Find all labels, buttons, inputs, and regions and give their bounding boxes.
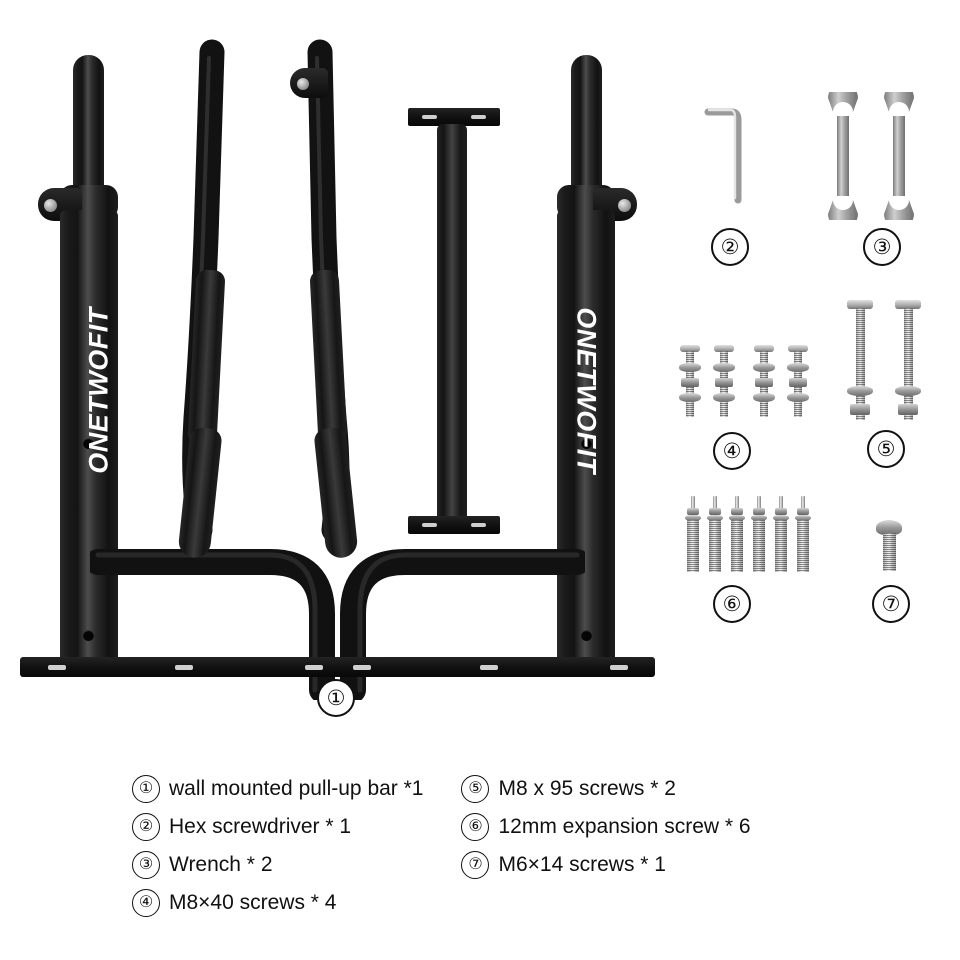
- left-post-hole-lower: [83, 630, 94, 641]
- right-base-plate: [325, 657, 655, 677]
- expansion-screw-6: [794, 496, 812, 572]
- left-base-plate: [20, 657, 350, 677]
- marker-expansion: ⑥: [713, 585, 751, 623]
- left-post-body: [60, 210, 118, 670]
- legend-text-1: wall mounted pull-up bar *1: [169, 777, 424, 800]
- legend-text-3: Wrench * 2: [169, 853, 273, 876]
- m8x40-bolt-1: [678, 345, 702, 421]
- grip-arm-right: [288, 38, 408, 560]
- grip-arm-right-pivot-lug: [290, 68, 328, 98]
- marker-wrench: ③: [863, 228, 901, 266]
- marker-m8x40: ④: [713, 432, 751, 470]
- crossbar-top-slot-right: [471, 115, 486, 119]
- wrench-2: [884, 83, 914, 229]
- left-post-top-stub: [73, 55, 104, 195]
- left-base-slot-2: [175, 665, 193, 670]
- crossbar-top-slot-left: [422, 115, 437, 119]
- right-post-body: [557, 210, 615, 670]
- legend-number-3: ③: [132, 851, 160, 879]
- crossbar-top-flange: [408, 108, 500, 126]
- legend-item-7: ⑦ M6×14 screws * 1: [461, 846, 750, 884]
- wrench-pair-icon: [828, 83, 914, 229]
- m8x40-bolt-3: [752, 345, 776, 421]
- left-upright-assembly: ONETWOFIT: [20, 45, 350, 700]
- m8x40-part: [678, 345, 818, 425]
- legend-number-5: ⑤: [461, 775, 490, 803]
- parts-illustration: ONETWOFIT: [20, 38, 935, 717]
- left-post-hole-upper: [83, 438, 94, 449]
- legend-item-4: ④ M8×40 screws * 4: [132, 884, 423, 922]
- right-base-slot-2: [480, 665, 498, 670]
- legend-text-7: M6×14 screws * 1: [498, 853, 666, 876]
- right-post-brand: ONETWOFIT: [571, 307, 602, 474]
- marker-m6x14: ⑦: [872, 585, 910, 623]
- m8x40-bolt-4: [786, 345, 810, 421]
- wrench-part: [820, 83, 930, 229]
- crossbar-bottom-slot-right: [471, 523, 486, 527]
- legend-item-1: ① wall mounted pull-up bar *1: [132, 770, 423, 808]
- legend-number-1: ①: [132, 775, 160, 803]
- expansion-screw-4: [750, 496, 768, 572]
- crossbar-bottom-flange: [408, 516, 500, 534]
- legend-text-2: Hex screwdriver * 1: [169, 815, 352, 838]
- left-base-slot-1: [48, 665, 66, 670]
- expansion-part: [684, 496, 814, 576]
- legend-item-2: ② Hex screwdriver * 1: [132, 808, 423, 846]
- marker-frame: ①: [317, 679, 355, 717]
- right-upright-assembly: ONETWOFIT: [325, 45, 655, 700]
- legend-number-6: ⑥: [461, 813, 490, 841]
- crossbar-bottom-slot-left: [422, 523, 437, 527]
- legend-number-7: ⑦: [461, 851, 490, 879]
- right-support-arm: [340, 549, 585, 700]
- right-post-hole-lower: [581, 630, 592, 641]
- right-post-top-stub: [571, 55, 602, 195]
- legend-item-5: ⑤ M8 x 95 screws * 2: [461, 770, 750, 808]
- legend-text-4: M8×40 screws * 4: [169, 891, 337, 914]
- right-post-hole-upper: [581, 438, 592, 449]
- m8x95-bolt-2: [893, 300, 923, 428]
- expansion-screw-1: [684, 496, 702, 572]
- marker-hex-key: ②: [711, 228, 749, 266]
- right-base-slot-1: [353, 665, 371, 670]
- legend-column-left: ① wall mounted pull-up bar *1 ② Hex scre…: [132, 770, 423, 922]
- legend-number-4: ④: [132, 889, 160, 917]
- m8x40-bolt-2: [712, 345, 736, 421]
- expansion-screw-5: [772, 496, 790, 572]
- left-lug-bolt-hole: [44, 199, 57, 212]
- m8x95-bolt-1: [845, 300, 875, 428]
- crossbar-tube: [437, 124, 467, 522]
- grip-arm-right-lug-hole: [297, 78, 309, 90]
- left-base-slot-3: [305, 665, 323, 670]
- right-lug-bolt-hole: [618, 199, 631, 212]
- hex-key-part: [700, 100, 770, 210]
- m6x14-screw: [872, 520, 906, 578]
- legend-item-6: ⑥ 12mm expansion screw * 6: [461, 808, 751, 846]
- crossbar-assembly: [404, 108, 504, 538]
- left-post-brand: ONETWOFIT: [83, 307, 114, 474]
- legend-text-6: 12mm expansion screw * 6: [498, 815, 751, 838]
- expansion-screw-2: [706, 496, 724, 572]
- left-support-arm: [90, 549, 335, 700]
- legend-text-5: M8 x 95 screws * 2: [498, 777, 676, 800]
- expansion-screw-3: [728, 496, 746, 572]
- grip-arm-left: [177, 38, 298, 560]
- legend-number-2: ②: [132, 813, 160, 841]
- parts-legend: ① wall mounted pull-up bar *1 ② Hex scre…: [132, 770, 852, 922]
- m8x95-part: [845, 300, 935, 430]
- marker-m8x95: ⑤: [867, 430, 905, 468]
- wrench-1: [828, 83, 858, 229]
- m6x14-part: [872, 520, 906, 578]
- legend-item-3: ③ Wrench * 2: [132, 846, 423, 884]
- hex-key-icon: [704, 108, 742, 204]
- right-base-slot-3: [610, 665, 628, 670]
- legend-column-right: ⑤ M8 x 95 screws * 2 ⑥ 12mm expansion sc…: [461, 770, 751, 922]
